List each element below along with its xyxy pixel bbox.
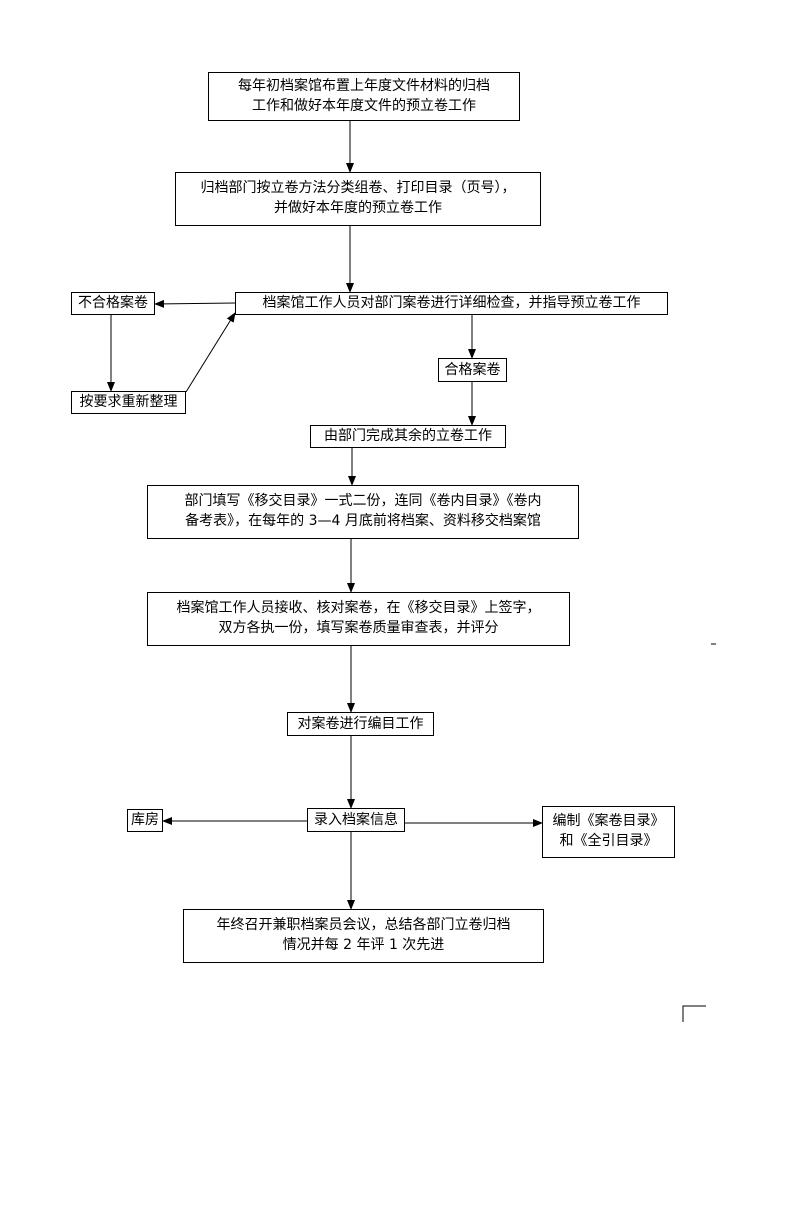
node-text-line: 不合格案卷 — [78, 295, 148, 311]
node-start-annual-arrangement: 每年初档案馆布置上年度文件材料的归档 工作和做好本年度文件的预立卷工作 — [208, 72, 520, 121]
arrow-n3-to-fail — [154, 299, 236, 308]
node-storage-room: 库房 — [127, 809, 163, 832]
node-text-line: 工作和做好本年度文件的预立卷工作 — [252, 98, 476, 114]
node-text-line: 库房 — [131, 812, 159, 828]
node-qualified-files: 合格案卷 — [438, 358, 507, 382]
node-text-line: 年终召开兼职档案员会议，总结各部门立卷归档 — [216, 917, 511, 933]
node-text-line: 按要求重新整理 — [79, 394, 178, 410]
node-text-line: 备考表》，在每年的 3—4 月底前将档案、资料移交档案馆 — [185, 513, 541, 529]
node-text-line: 归档部门按立卷方法分类组卷、打印目录（页号）， — [200, 180, 516, 196]
node-year-end-meeting: 年终召开兼职档案员会议，总结各部门立卷归档 情况并每 2 年评 1 次先进 — [183, 909, 544, 963]
node-archive-inspection: 档案馆工作人员对部门案卷进行详细检查，并指导预立卷工作 — [235, 292, 668, 315]
node-text-line: 档案馆工作人员对部门案卷进行详细检查，并指导预立卷工作 — [262, 295, 641, 311]
node-text-line: 对案卷进行编目工作 — [297, 716, 424, 732]
node-text-line: 和《全引目录》 — [559, 833, 658, 849]
node-receive-and-verify: 档案馆工作人员接收、核对案卷，在《移交目录》上签字， 双方各执一份，填写案卷质量… — [147, 592, 570, 646]
node-enter-archive-info: 录入档案信息 — [307, 808, 405, 832]
node-text-line: 部门填写《移交目录》一式二份，连同《卷内目录》《卷内 — [184, 493, 542, 509]
node-department-complete: 由部门完成其余的立卷工作 — [310, 425, 506, 448]
node-unqualified-files: 不合格案卷 — [71, 292, 155, 315]
node-cataloging-work: 对案卷进行编目工作 — [287, 712, 434, 736]
node-text-line: 编制《案卷目录》 — [552, 813, 665, 829]
page-corner-mark — [682, 1005, 706, 1022]
node-text-line: 并做好本年度的预立卷工作 — [274, 200, 442, 216]
node-transfer-catalog: 部门填写《移交目录》一式二份，连同《卷内目录》《卷内 备考表》，在每年的 3—4… — [147, 485, 579, 539]
node-text-line: 双方各执一份，填写案卷质量审查表，并评分 — [218, 620, 499, 636]
node-compile-catalogs: 编制《案卷目录》 和《全引目录》 — [542, 806, 675, 858]
node-text-line: 每年初档案馆布置上年度文件材料的归档 — [238, 78, 490, 94]
node-department-filing: 归档部门按立卷方法分类组卷、打印目录（页号）， 并做好本年度的预立卷工作 — [175, 172, 541, 226]
arrow-redo-to-n3 — [185, 312, 236, 393]
node-text-line: 档案馆工作人员接收、核对案卷，在《移交目录》上签字， — [176, 600, 541, 616]
node-reorganize-files: 按要求重新整理 — [71, 391, 186, 414]
node-text-line: 合格案卷 — [444, 362, 501, 378]
node-text-line: 录入档案信息 — [314, 812, 398, 828]
node-text-line: 情况并每 2 年评 1 次先进 — [282, 937, 445, 953]
node-text-line: 由部门完成其余的立卷工作 — [324, 428, 492, 444]
